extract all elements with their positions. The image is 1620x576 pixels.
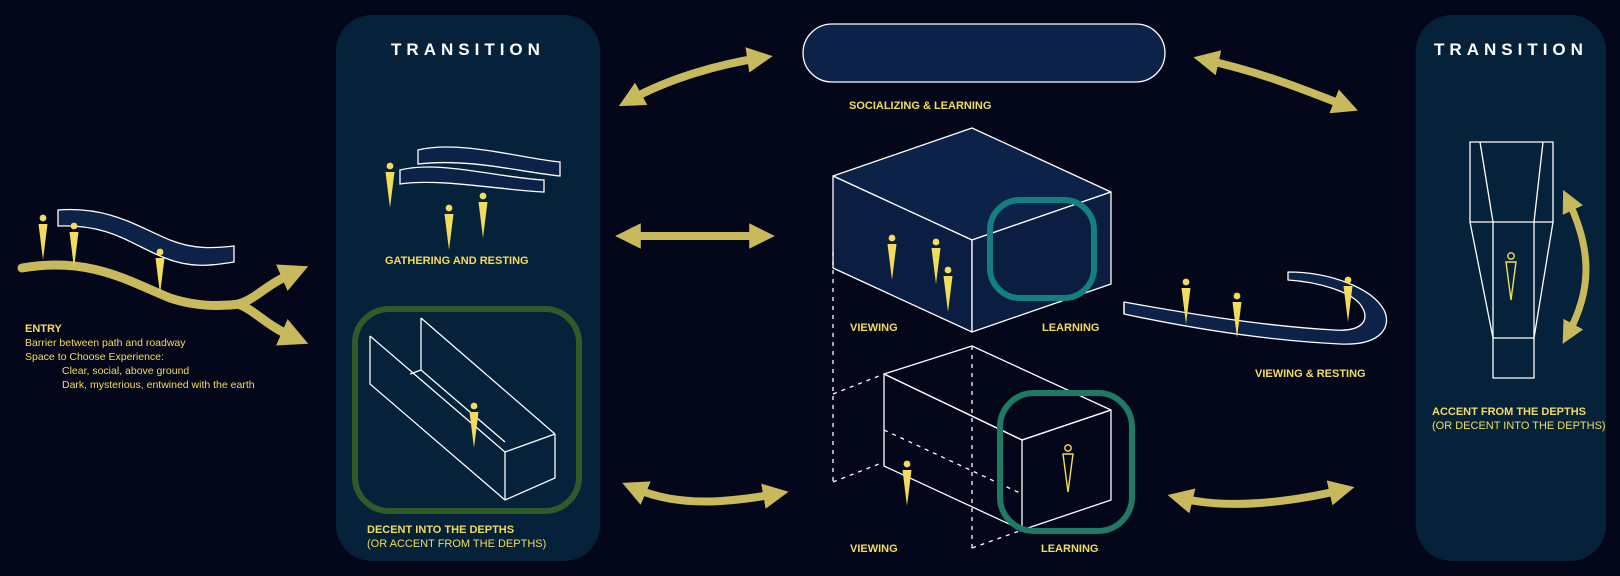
gathering-label: GATHERING AND RESTING (385, 255, 529, 267)
person-icon (469, 402, 479, 448)
socializing-label: SOCIALIZING & LEARNING (849, 100, 992, 112)
upper-learning-highlight (987, 197, 1097, 301)
entry-title: ENTRY (25, 323, 62, 335)
curved-arrow-icon (1562, 189, 1590, 344)
viewing-resting-label: VIEWING & RESTING (1255, 368, 1366, 380)
decent-highlight-frame (352, 306, 582, 514)
lower-learning-label: LEARNING (1041, 543, 1099, 555)
socializing-pill (802, 23, 1166, 83)
person-icon (444, 204, 454, 250)
gathering-ribbons (399, 146, 561, 193)
left-transition-title: TRANSITION (391, 40, 545, 59)
entry-option-2: Dark, mysterious, entwined with the eart… (62, 379, 255, 391)
entry-description: ENTRY Barrier between path and roadway S… (25, 322, 255, 392)
depth-shaft (1469, 141, 1554, 379)
entry-line-1: Barrier between path and roadway (25, 337, 186, 349)
entry-option-1: Clear, social, above ground (62, 365, 190, 377)
lower-learning-highlight (997, 390, 1135, 534)
fork-arrow-icon (17, 260, 309, 346)
person-icon (902, 460, 912, 506)
person-icon (385, 162, 395, 208)
decent-trench (369, 317, 556, 501)
entry-line-2: Space to Choose Experience: (25, 351, 164, 363)
left-transition-panel: TRANSITION (336, 15, 600, 561)
decent-label: DECENT INTO THE DEPTHS (367, 524, 515, 536)
entry-wall (57, 208, 235, 266)
upper-learning-label: LEARNING (1042, 322, 1100, 334)
accent-sublabel: (OR DECENT INTO THE DEPTHS) (1432, 420, 1606, 432)
person-icon (1505, 252, 1517, 301)
upper-box (832, 127, 1112, 333)
upper-viewing-label: VIEWING (850, 322, 898, 334)
curved-arrow-icon (618, 47, 773, 107)
decent-sublabel: (OR ACCENT FROM THE DEPTHS) (367, 538, 547, 550)
curved-bench (1123, 271, 1388, 345)
person-icon (478, 192, 488, 238)
curved-arrow-icon (1193, 50, 1358, 114)
lower-viewing-label: VIEWING (850, 543, 898, 555)
person-icon (1062, 444, 1074, 493)
curved-arrow-icon (622, 481, 789, 509)
curved-arrow-icon (1167, 480, 1355, 514)
right-transition-title: TRANSITION (1434, 40, 1588, 59)
accent-label: ACCENT FROM THE DEPTHS (1432, 406, 1586, 418)
person-icon (38, 214, 48, 260)
